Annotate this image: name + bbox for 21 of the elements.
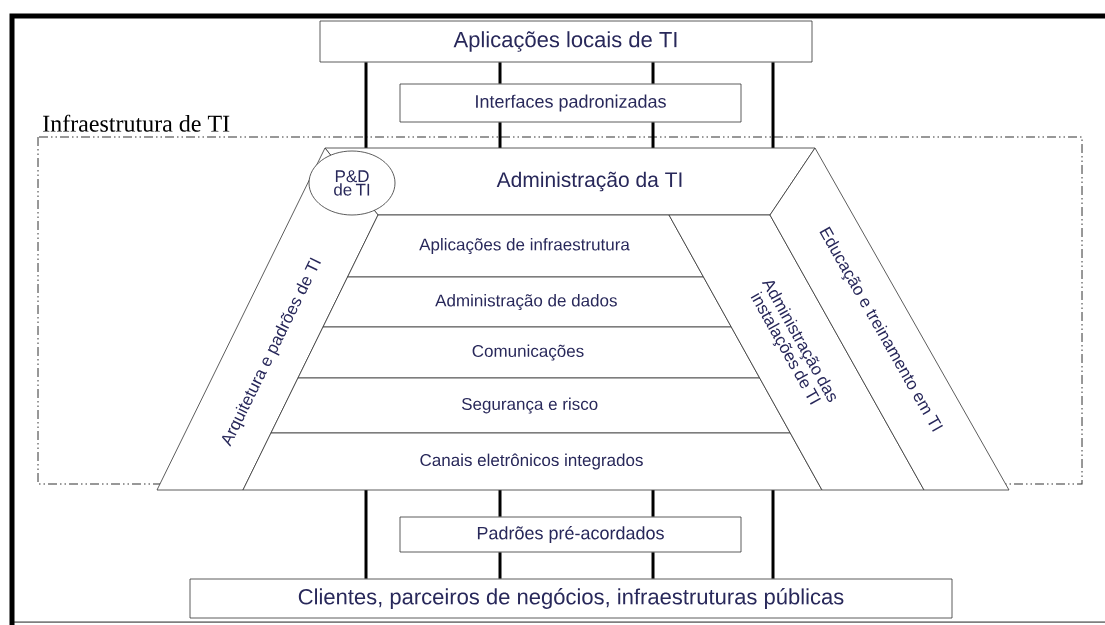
layer-band: Administração de dados [322, 276, 732, 328]
connector [651, 122, 655, 148]
connector [771, 490, 775, 579]
label-box: Aplicações locais de TI [319, 20, 813, 63]
label-box: Clientes, parceiros de negócios, infraestruturas públicas [189, 578, 953, 619]
connector [498, 122, 502, 148]
connector [651, 490, 655, 517]
connector [498, 62, 502, 84]
connector [498, 490, 502, 517]
connector [364, 62, 368, 148]
layer-band: Comunicações [297, 326, 761, 379]
connector [651, 62, 655, 84]
label-box: Interfaces padronizadas [399, 83, 742, 123]
connector [651, 552, 655, 579]
connector [771, 62, 775, 148]
layer-band: Canais eletrônicos integrados [242, 432, 823, 491]
layer-band: Segurança e risco [270, 377, 791, 434]
label-box: Padrões pré-acordados [399, 516, 742, 553]
connector [364, 490, 368, 579]
connector [498, 552, 502, 579]
frame-heading: Infraestrutura de TI [43, 114, 230, 132]
